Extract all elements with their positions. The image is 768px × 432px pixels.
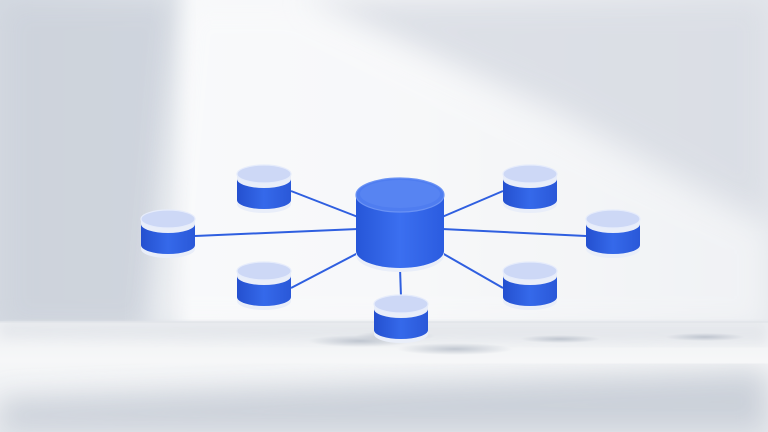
connector-node-right <box>441 228 587 237</box>
database-nodes <box>140 164 641 343</box>
node-upper-left-top <box>236 164 292 184</box>
connector-node-lower-left <box>290 252 359 289</box>
node-bottom <box>373 294 429 343</box>
floor-shadow-4 <box>520 335 600 343</box>
node-left <box>140 209 196 258</box>
floor-shadow-front <box>0 370 768 432</box>
central-database-body <box>356 195 444 268</box>
node-lower-right-top <box>502 261 558 281</box>
node-bottom-top <box>373 294 429 314</box>
connector-node-upper-left <box>290 190 359 218</box>
node-upper-right-top <box>502 164 558 184</box>
floor-shadow-3 <box>665 333 745 341</box>
node-lower-right <box>502 261 558 310</box>
node-left-top <box>140 209 196 229</box>
connector-node-lower-right <box>441 252 504 289</box>
central-database-top-highlight <box>360 180 440 208</box>
central-database <box>355 177 445 272</box>
connector-node-upper-right <box>441 190 504 218</box>
node-lower-left <box>236 261 292 310</box>
wall-shadow-left <box>0 0 178 330</box>
connector-node-bottom <box>399 267 402 298</box>
floor-shadow-1 <box>397 343 513 355</box>
node-lower-left-top <box>236 261 292 281</box>
wall-shadow-top-right <box>300 0 768 220</box>
node-upper-left <box>236 164 292 213</box>
node-right-top <box>585 209 641 229</box>
node-right <box>585 209 641 258</box>
node-upper-right <box>502 164 558 213</box>
connector-node-left <box>194 228 359 237</box>
connector-lines <box>194 190 587 298</box>
